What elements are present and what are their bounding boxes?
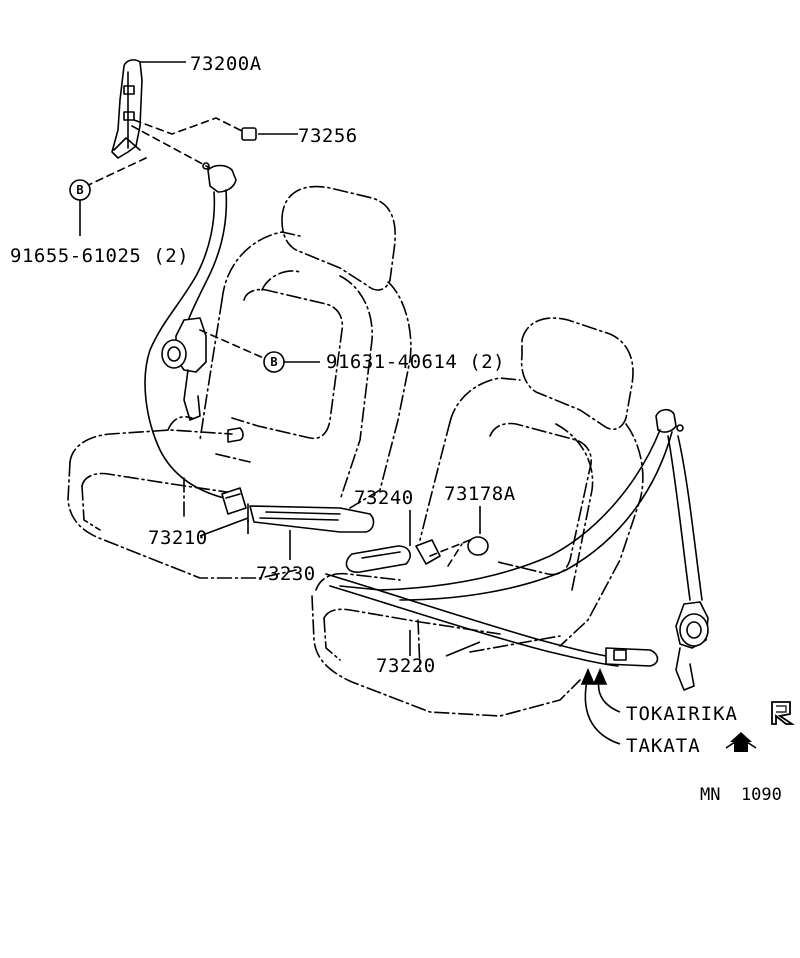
rear-seat	[311, 317, 644, 717]
front-seat	[67, 185, 412, 579]
label-91631-40614: 91631-40614 (2)	[326, 351, 505, 373]
brand-takata: TAKATA	[626, 735, 701, 757]
diagram-code: MN 1090	[700, 785, 782, 805]
label-73200A: 73200A	[190, 53, 262, 75]
label-73256: 73256	[298, 125, 358, 147]
rear-belt	[325, 408, 709, 691]
tokairika-logo-icon	[771, 701, 795, 725]
label-73220: 73220	[376, 655, 436, 677]
leader-lines	[79, 61, 621, 745]
label-91655-61025: 91655-61025 (2)	[10, 245, 189, 267]
front-buckle	[247, 503, 375, 533]
label-73240: 73240	[354, 487, 414, 509]
front-belt-retractor	[81, 59, 269, 515]
label-73210: 73210	[148, 527, 208, 549]
label-73230: 73230	[256, 563, 316, 585]
brand-tokairika: TOKAIRIKA	[626, 703, 738, 725]
callout-b-lower: B	[263, 351, 285, 373]
callout-b-upper: B	[69, 179, 91, 201]
takata-logo-icon	[725, 732, 757, 752]
label-73178A: 73178A	[444, 483, 516, 505]
svg-text:B: B	[76, 183, 83, 197]
svg-text:B: B	[270, 355, 277, 369]
